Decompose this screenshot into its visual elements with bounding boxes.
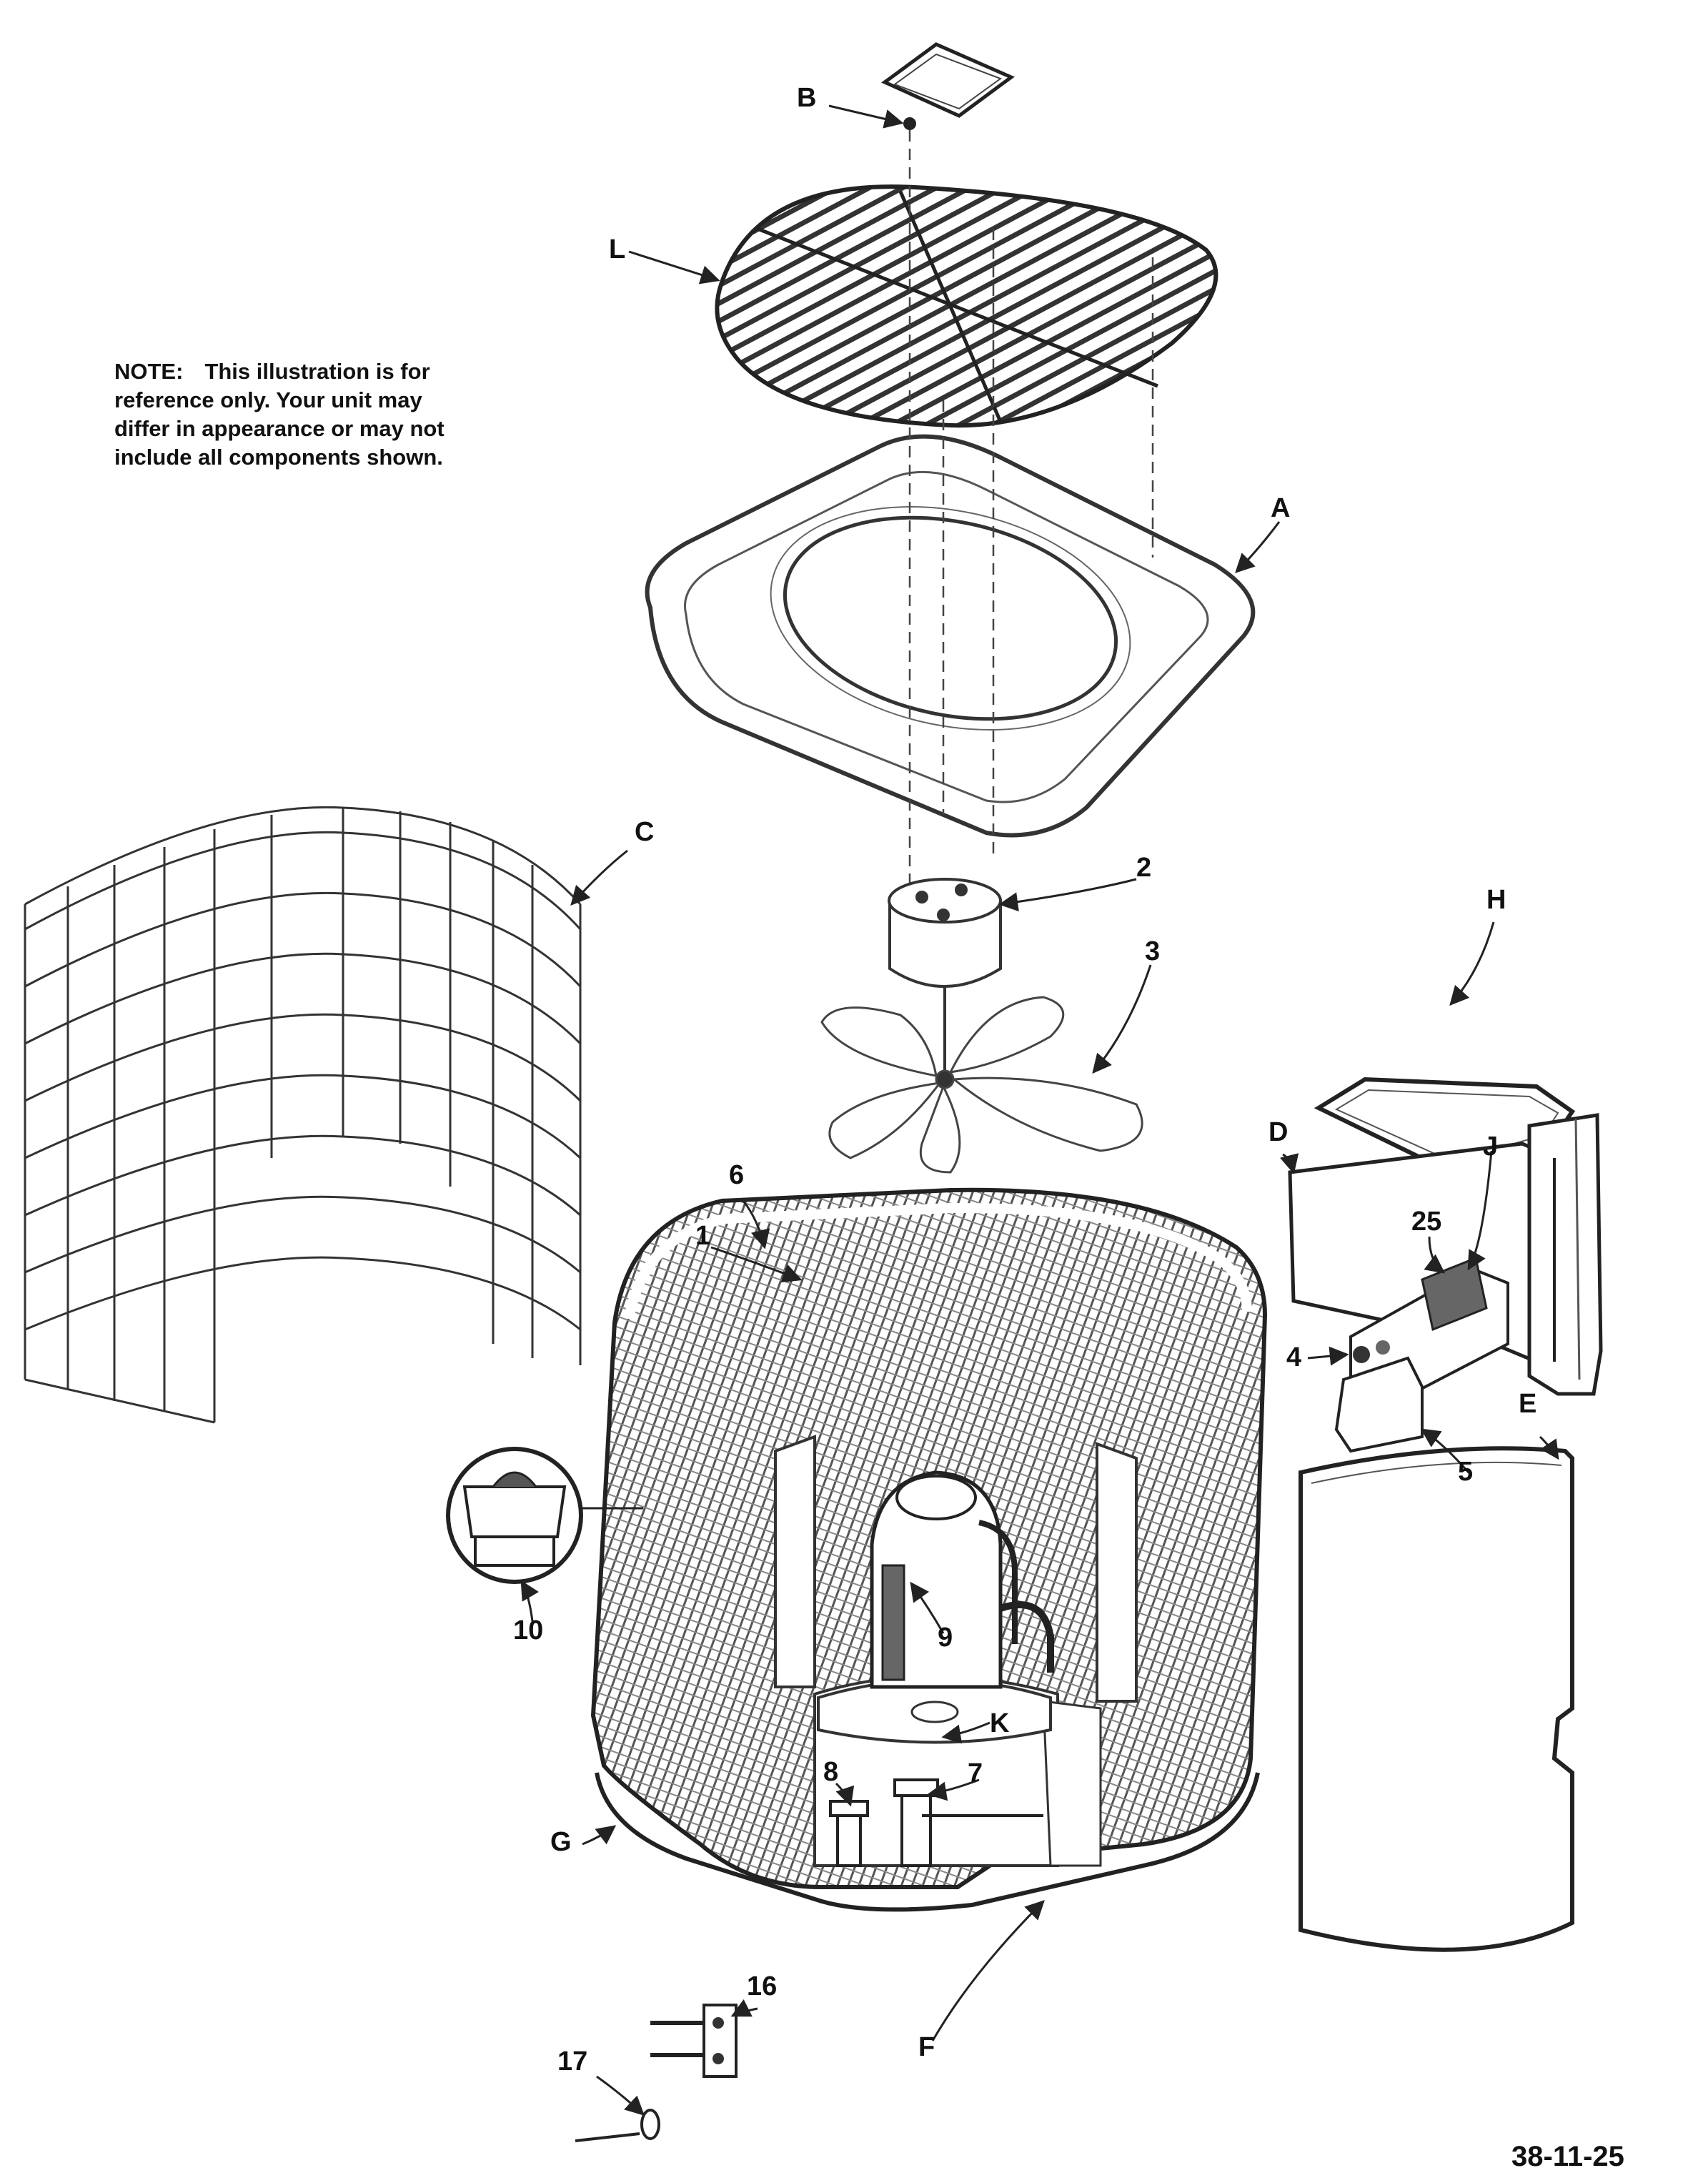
callout-25: 25: [1411, 1207, 1442, 1237]
top-cover-plate: [881, 42, 1015, 130]
callout-8: 8: [823, 1757, 839, 1787]
callout-g: G: [550, 1827, 572, 1857]
callout-10: 10: [513, 1615, 544, 1645]
note-label: NOTE:: [114, 359, 184, 384]
callout-7: 7: [968, 1758, 983, 1788]
compressor: [870, 1470, 1054, 1689]
callout-b: B: [797, 83, 817, 113]
callout-c: C: [635, 817, 655, 847]
callout-3: 3: [1145, 936, 1161, 966]
callout-d: D: [1268, 1117, 1289, 1147]
top-panel: [645, 434, 1256, 838]
screw-b: [903, 117, 916, 130]
control-box: [1334, 1256, 1509, 1453]
reference-note: NOTE: This illustration is for reference …: [114, 357, 543, 472]
callout-1: 1: [695, 1221, 711, 1251]
callout-17: 17: [557, 2046, 588, 2076]
callout-k: K: [990, 1708, 1010, 1738]
assembly-lines: [908, 130, 1154, 890]
callout-16: 16: [747, 1971, 778, 2001]
callout-f: F: [918, 2032, 935, 2062]
note-line-1: NOTE: This illustration is for: [114, 357, 543, 386]
callout-6: 6: [729, 1160, 745, 1190]
fan-grille: [715, 184, 1218, 428]
callout-h: H: [1486, 885, 1506, 915]
coil-guard: [24, 806, 582, 1424]
relay: [1353, 1346, 1370, 1363]
note-text-1: This illustration is for: [204, 359, 430, 384]
callout-j: J: [1483, 1132, 1499, 1162]
terminal-block: [650, 2004, 738, 2078]
detail-circle: [446, 1447, 643, 1584]
callout-5: 5: [1458, 1457, 1474, 1487]
callout-4: 4: [1286, 1342, 1302, 1372]
callout-l: L: [609, 234, 626, 264]
service-valves: [829, 1778, 1043, 1867]
fan-blade: [820, 996, 1143, 1174]
screw: [575, 2109, 660, 2142]
leader-lines: [520, 104, 1559, 2116]
callout-a: A: [1271, 493, 1291, 523]
contactor: [1421, 1256, 1488, 1332]
note-line-3: differ in appearance or may not: [114, 416, 445, 441]
callout-2: 2: [1136, 853, 1152, 883]
note-line-2: reference only. Your unit may: [114, 387, 422, 412]
access-panel: [1299, 1446, 1574, 1952]
callout-9: 9: [938, 1623, 953, 1653]
fan-motor: [888, 878, 1002, 1072]
note-line-4: include all components shown.: [114, 445, 443, 470]
callout-e: E: [1519, 1389, 1537, 1419]
document-number: 38-11-25: [1511, 2141, 1624, 2172]
